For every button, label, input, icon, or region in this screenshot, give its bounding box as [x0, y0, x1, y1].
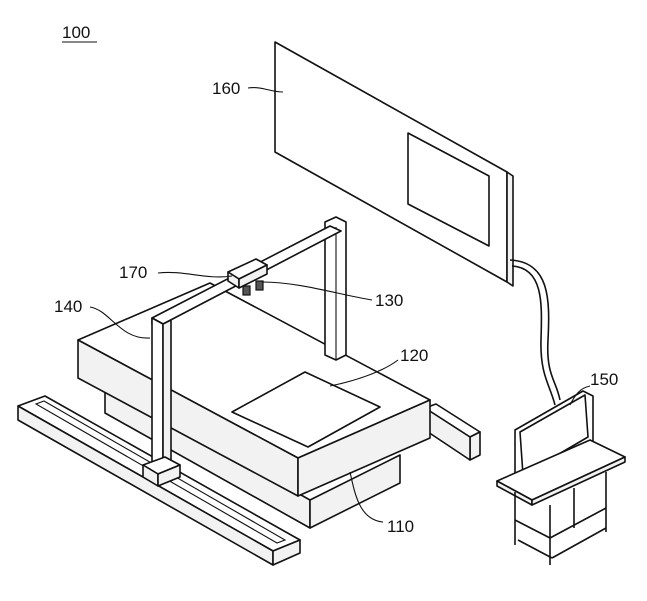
gantry-foot-side	[157, 464, 181, 487]
leader-130	[261, 281, 373, 301]
leader-120	[329, 359, 399, 387]
desk-crossbar-1	[514, 519, 551, 539]
reference-numerals: 160 170 130 140 120 110 150	[54, 79, 618, 536]
label-160: 160	[212, 79, 240, 98]
label-140: 140	[54, 297, 82, 316]
leader-lines	[89, 87, 591, 523]
leader-150	[569, 385, 591, 406]
left-rail-groove	[34, 400, 287, 544]
screen-edge	[506, 171, 514, 287]
desk-shelf-side	[551, 527, 607, 559]
left-rail-end	[272, 539, 301, 566]
label-110: 110	[387, 517, 414, 536]
label-150: 150	[590, 370, 618, 389]
camera-lens-1	[242, 285, 251, 296]
monitor-display	[519, 394, 589, 476]
leader-160	[247, 87, 284, 93]
right-rail	[424, 403, 481, 461]
right-rail-end	[469, 431, 481, 461]
camera-lens-2	[255, 280, 264, 291]
desk-crossbar-2	[549, 507, 607, 539]
work-area	[231, 371, 381, 448]
wall-screen	[274, 41, 561, 406]
camera-unit	[227, 258, 268, 296]
gantry-front-post	[151, 317, 164, 471]
label-100: 100	[62, 23, 90, 42]
label-130: 130	[375, 291, 403, 310]
label-170: 170	[119, 263, 147, 282]
leader-110	[349, 471, 384, 523]
figure-number: 100	[62, 23, 97, 43]
screen-cable	[509, 259, 561, 401]
gantry-front-post-side	[162, 319, 172, 471]
leader-140	[89, 306, 151, 339]
screen-cable-2	[511, 265, 556, 406]
base-side	[297, 399, 431, 497]
camera-housing-side	[238, 264, 268, 289]
desk-side-edge	[531, 456, 626, 506]
desk-shelf-front	[517, 539, 553, 559]
work-area-surface	[231, 371, 381, 448]
screen-inner-display	[407, 132, 490, 247]
leader-170	[157, 271, 233, 278]
label-120: 120	[400, 346, 428, 365]
computer-desk	[496, 390, 626, 565]
